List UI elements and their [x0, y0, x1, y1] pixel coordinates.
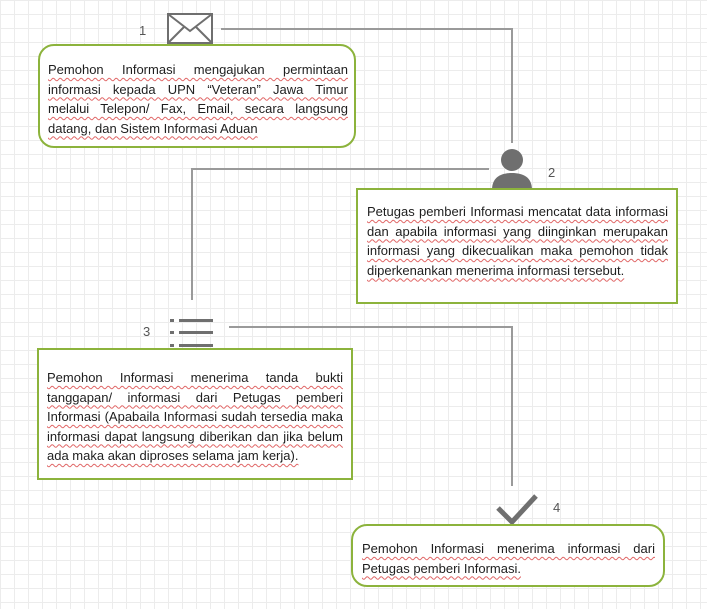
step-2-number: 2	[548, 165, 556, 180]
user-icon	[492, 149, 532, 190]
checkmark-icon	[496, 494, 538, 525]
connector-2-to-3	[191, 168, 489, 300]
step-1-text: Pemohon Informasi mengajukan permintaan …	[48, 62, 348, 136]
step-4-box: Pemohon Informasi menerima informasi dar…	[351, 524, 665, 587]
step-2-text: Petugas pemberi Informasi mencatat data …	[367, 204, 668, 278]
step-3-box: Pemohon Informasi menerima tanda bukti t…	[37, 348, 353, 480]
step-3-number: 3	[143, 324, 151, 339]
envelope-icon	[167, 13, 213, 44]
step-2-box: Petugas pemberi Informasi mencatat data …	[356, 188, 678, 304]
step-4-number: 4	[553, 500, 561, 515]
connector-3-to-4	[229, 326, 513, 486]
step-3-text: Pemohon Informasi menerima tanda bukti t…	[47, 370, 343, 463]
connector-1-to-2	[221, 28, 513, 143]
step-4-text: Pemohon Informasi menerima informasi dar…	[362, 541, 655, 576]
list-icon	[170, 319, 213, 347]
step-1-box: Pemohon Informasi mengajukan permintaan …	[38, 44, 356, 148]
step-1-number: 1	[139, 23, 147, 38]
